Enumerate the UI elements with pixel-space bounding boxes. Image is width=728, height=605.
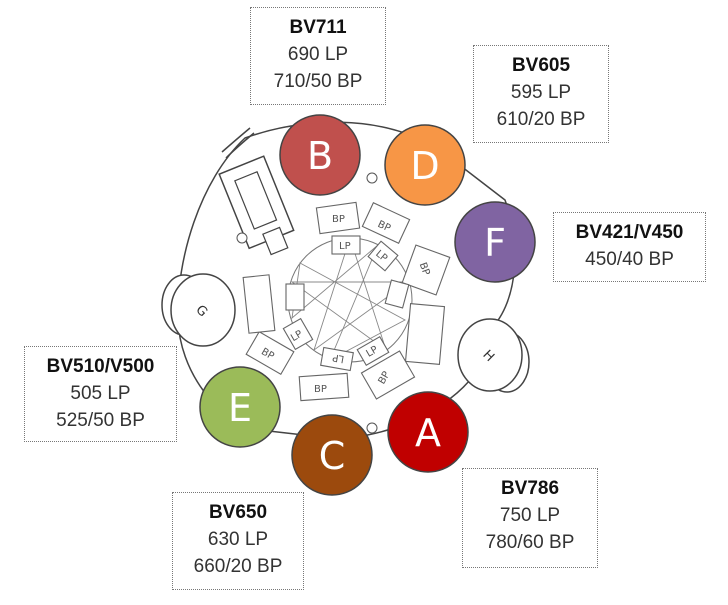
filter-holder [298,372,350,402]
detector-a-letter: A [415,411,441,455]
label-line: 690 LP [287,44,349,65]
detector-e-letter: E [228,386,252,430]
filter-holders [242,201,451,402]
label-title: BV605 [511,55,571,76]
detector-f-circle [454,201,536,283]
filter-tag-bp: BP [376,219,392,234]
detector-d: D [384,124,466,206]
filter-tag-bp: BP [314,384,327,395]
label-line: 780/60 BP [485,532,575,553]
filter-holder [361,202,411,244]
detector-f: F [454,201,536,283]
filter-holder [331,235,361,255]
label-line: 525/50 BP [56,410,145,431]
label-box-a: BV786 750 LP 780/60 BP [462,468,598,568]
label-line: 710/50 BP [273,71,363,92]
filter-holder [245,330,295,376]
label-box-e: BV510/V500 505 LP 525/50 BP [24,346,177,442]
filter-holder [356,335,390,367]
label-line: 660/20 BP [193,556,283,577]
detector-c: C [291,414,373,496]
label-title: BV786 [500,478,560,499]
filter-holder [282,317,314,351]
filter-tag-bp: BP [417,261,432,277]
detector-b-letter: B [307,134,333,178]
label-line: 450/40 BP [585,249,674,270]
label-box-c: BV650 630 LP 660/20 BP [172,492,304,590]
label-box-d: BV605 595 LP 610/20 BP [473,45,609,143]
position-g: G [161,273,236,347]
label-title: BV421/V450 [575,222,684,243]
filter-holder [401,244,451,296]
filter-holder [384,279,410,309]
filter-tag-lp: LP [332,351,345,364]
detector-d-letter: D [410,144,439,188]
detector-a: A [387,391,469,473]
fiber-cable [221,127,251,153]
label-line: 595 LP [510,82,572,103]
position-h: H [457,318,530,393]
detector-e: E [199,366,281,448]
filter-tag-lp: LP [339,241,351,252]
filter-tags: BP BP BP BP BP BP LP LP LP LP LP [259,214,431,395]
filter-holder [367,240,399,272]
filter-tag-lp: LP [289,329,305,344]
detector-c-letter: C [319,434,346,478]
input-connector [218,155,295,256]
detector-d-circle [384,124,466,206]
label-title: BV711 [289,17,347,38]
label-line: 610/20 BP [496,109,586,130]
detector-c-circle [291,414,373,496]
label-box-f: BV421/V450 450/40 BP [553,212,706,282]
filter-tag-lp: LP [364,344,380,359]
detector-e-circle [199,366,281,448]
filter-holder [360,350,416,400]
filter-holder [320,346,354,372]
label-title: BV650 [208,502,268,523]
filter-holder [315,201,361,235]
detector-b-circle [279,114,361,196]
detector-a-circle [387,391,469,473]
filter-tag-bp: BP [332,214,345,225]
label-line: 750 LP [499,505,561,526]
label-line: 630 LP [207,529,269,550]
detector-f-letter: F [484,221,506,265]
detector-b: B [279,114,361,196]
filter-holder [404,303,446,365]
filter-holder [285,283,305,311]
label-line: 505 LP [70,383,131,404]
label-title: BV510/V500 [46,356,155,377]
fiber-cable-second-line [225,132,255,159]
label-box-b: BV711 690 LP 710/50 BP [250,7,386,105]
filter-holder [242,274,276,334]
